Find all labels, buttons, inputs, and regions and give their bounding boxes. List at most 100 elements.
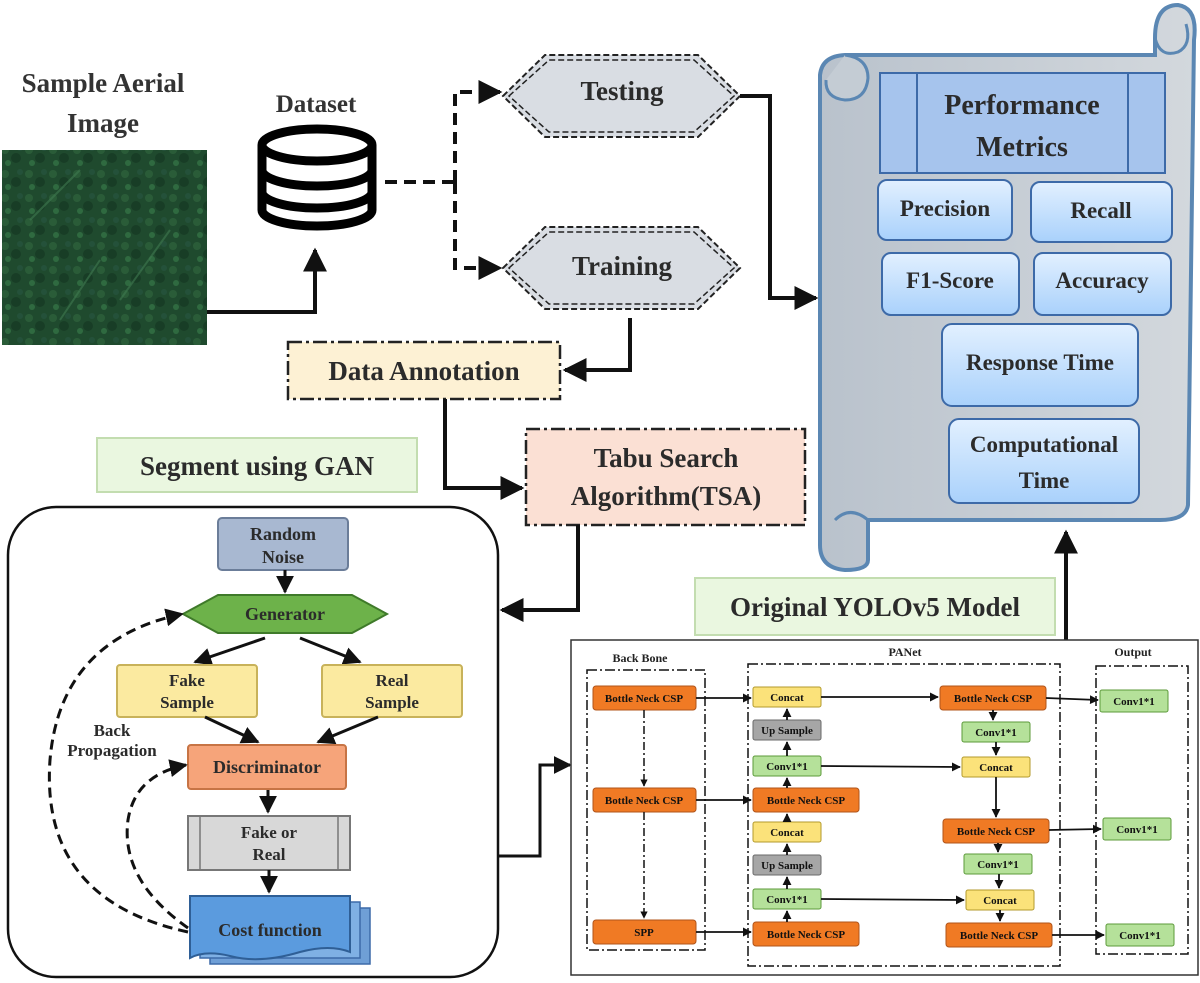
- panet-concat-4: Concat: [965, 889, 1035, 911]
- gan-title-box: Segment using GAN: [96, 437, 418, 493]
- panet-upsample-2: Up Sample: [752, 854, 822, 876]
- dataset-label: Dataset: [276, 91, 357, 118]
- testing-node: Testing: [501, 54, 742, 138]
- panet-bottleneck-2: Bottle Neck CSP: [752, 921, 860, 947]
- backbone-spp: SPP: [592, 919, 697, 945]
- svg-text:Generator: Generator: [245, 604, 325, 624]
- svg-text:F1-Score: F1-Score: [906, 268, 994, 293]
- metrics-title-box: Performance Metrics: [879, 72, 1166, 174]
- fake-or-real-node: Fake or Real: [187, 815, 351, 871]
- svg-text:SPP: SPP: [634, 927, 654, 939]
- back-propagation-line2: Propagation: [67, 741, 157, 760]
- dashed-connector-dataset: [385, 80, 503, 280]
- svg-text:Sample: Sample: [160, 693, 214, 712]
- arrow-image-to-dataset: [207, 247, 327, 314]
- tabu-search-line1: Tabu Search: [594, 443, 739, 473]
- svg-text:Sample: Sample: [365, 693, 419, 712]
- panet-bottleneck-3: Bottle Neck CSP: [939, 685, 1047, 711]
- metrics-title-line2: Metrics: [976, 132, 1068, 163]
- random-noise-node: Random Noise: [217, 517, 349, 571]
- svg-text:Precision: Precision: [900, 196, 990, 221]
- yolo-title-box: Original YOLOv5 Model: [694, 577, 1056, 636]
- metrics-title-line1: Performance: [944, 90, 1099, 121]
- svg-text:Real: Real: [252, 845, 285, 864]
- arrow-gan-to-yolo: [498, 756, 572, 858]
- panet-bottleneck-1: Bottle Neck CSP: [752, 787, 860, 813]
- svg-text:Noise: Noise: [262, 547, 304, 567]
- svg-text:Conv1*1: Conv1*1: [1119, 930, 1161, 942]
- svg-text:Bottle Neck CSP: Bottle Neck CSP: [605, 693, 683, 705]
- data-annotation-node: Data Annotation: [286, 340, 562, 401]
- svg-text:Concat: Concat: [979, 762, 1013, 774]
- backbone-region: [586, 669, 706, 951]
- cost-function-node: Cost function: [189, 895, 371, 965]
- metric-recall: Recall: [1030, 181, 1173, 243]
- tabu-search-node: Tabu Search Algorithm(TSA): [524, 427, 807, 527]
- output-conv-2: Conv1*1: [1102, 817, 1172, 841]
- svg-text:Conv1*1: Conv1*1: [1113, 696, 1155, 708]
- svg-text:Concat: Concat: [770, 827, 804, 839]
- panet-concat-1: Concat: [752, 686, 822, 708]
- svg-text:Time: Time: [1019, 468, 1070, 493]
- svg-text:Recall: Recall: [1070, 198, 1131, 223]
- svg-text:Conv1*1: Conv1*1: [975, 727, 1017, 739]
- svg-text:Discriminator: Discriminator: [213, 757, 321, 777]
- svg-text:Concat: Concat: [983, 895, 1017, 907]
- panet-conv-3: Conv1*1: [961, 721, 1031, 743]
- tabu-search-line2: Algorithm(TSA): [571, 481, 762, 511]
- panet-conv-1: Conv1*1: [752, 755, 822, 777]
- svg-text:Conv1*1: Conv1*1: [1116, 824, 1158, 836]
- training-label: Training: [572, 251, 673, 281]
- panet-concat-3: Concat: [961, 756, 1031, 778]
- arrow-training-to-annotation: [562, 318, 632, 382]
- arrow-testing-to-metrics: [740, 94, 819, 310]
- panet-bottleneck-5: Bottle Neck CSP: [945, 922, 1053, 948]
- real-sample-node: Real Sample: [321, 664, 463, 718]
- output-region: [1095, 665, 1189, 955]
- panet-upsample-1: Up Sample: [752, 719, 822, 741]
- svg-text:Accuracy: Accuracy: [1055, 268, 1149, 293]
- metric-f1-score: F1-Score: [881, 252, 1020, 316]
- backbone-bottleneck-1: Bottle Neck CSP: [592, 685, 697, 711]
- svg-text:Bottle Neck CSP: Bottle Neck CSP: [767, 929, 845, 941]
- training-node: Training: [501, 226, 742, 310]
- output-header: Output: [1114, 645, 1151, 659]
- svg-text:Cost function: Cost function: [218, 920, 322, 940]
- svg-text:Real: Real: [375, 671, 408, 690]
- svg-text:Bottle Neck CSP: Bottle Neck CSP: [957, 826, 1035, 838]
- sample-image-title-line2: Image: [67, 108, 139, 138]
- svg-text:Fake: Fake: [169, 671, 205, 690]
- svg-text:Up Sample: Up Sample: [761, 725, 813, 737]
- testing-label: Testing: [580, 76, 664, 106]
- svg-text:Computational: Computational: [970, 432, 1118, 457]
- data-annotation-label: Data Annotation: [328, 356, 519, 386]
- discriminator-node: Discriminator: [187, 744, 347, 790]
- metric-accuracy: Accuracy: [1033, 252, 1172, 316]
- panet-header: PANet: [888, 645, 921, 659]
- panet-conv-2: Conv1*1: [752, 888, 822, 910]
- backbone-bottleneck-2: Bottle Neck CSP: [592, 787, 697, 813]
- svg-text:Conv1*1: Conv1*1: [766, 761, 808, 773]
- back-propagation-line1: Back: [94, 721, 131, 740]
- sample-image-title-line1: Sample Aerial: [22, 68, 185, 98]
- svg-text:Bottle Neck CSP: Bottle Neck CSP: [960, 930, 1038, 942]
- yolo-connectors: [696, 692, 1105, 940]
- arrow-annotation-to-tsa: [443, 399, 525, 500]
- panet-concat-2: Concat: [752, 821, 822, 843]
- fake-sample-node: Fake Sample: [116, 664, 258, 718]
- metric-computational-time: Computational Time: [948, 418, 1140, 504]
- svg-text:Response Time: Response Time: [966, 350, 1114, 375]
- backbone-header: Back Bone: [612, 651, 668, 665]
- output-conv-1: Conv1*1: [1099, 689, 1169, 713]
- back-propagation-arrows: [47, 608, 189, 934]
- svg-text:Bottle Neck CSP: Bottle Neck CSP: [767, 795, 845, 807]
- panet-conv-4: Conv1*1: [963, 853, 1033, 875]
- gan-title: Segment using GAN: [140, 451, 375, 481]
- arrow-tsa-to-gan: [499, 525, 580, 622]
- svg-text:Conv1*1: Conv1*1: [766, 894, 808, 906]
- panet-region: [747, 663, 1061, 967]
- svg-text:Conv1*1: Conv1*1: [977, 859, 1019, 871]
- yolo-title: Original YOLOv5 Model: [730, 592, 1020, 622]
- aerial-image: [2, 150, 207, 345]
